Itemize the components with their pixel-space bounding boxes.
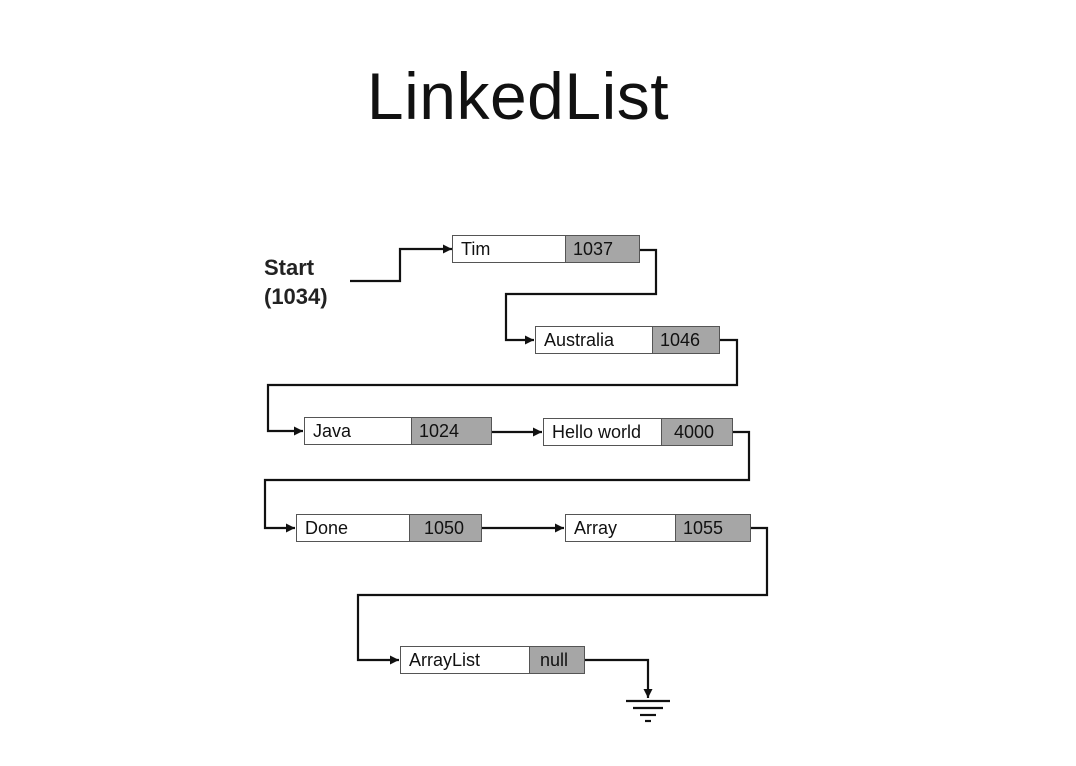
node-pointer: 1046: [652, 327, 719, 353]
node-value: Java: [313, 421, 352, 441]
arrow-helloworld-to-done: [263, 430, 751, 533]
node-pointer: 1024: [411, 418, 491, 444]
node-array: Array 1055: [565, 514, 751, 542]
node-arraylist: ArrayList null: [400, 646, 585, 674]
node-hello-world: Hello world 4000: [543, 418, 733, 446]
arrow-array-to-arraylist: [356, 526, 769, 665]
node-java: Java 1024: [304, 417, 492, 445]
start-address: (1034): [264, 284, 328, 309]
node-pointer: 1055: [675, 515, 750, 541]
node-value: Done: [305, 518, 349, 538]
start-text: Start: [264, 255, 315, 280]
node-australia: Australia 1046: [535, 326, 720, 354]
node-tim: Tim 1037: [452, 235, 640, 263]
node-done: Done 1050: [296, 514, 482, 542]
start-label: Start (1034): [264, 253, 328, 311]
arrow-australia-to-java: [266, 338, 739, 436]
ground-icon: [626, 699, 670, 723]
node-value: ArrayList: [409, 650, 481, 670]
arrow-tim-to-australia: [504, 248, 658, 345]
node-value: Array: [574, 518, 618, 538]
diagram-title: LinkedList: [366, 59, 670, 133]
node-value: Hello world: [552, 422, 642, 442]
arrow-start-to-tim: [350, 244, 452, 283]
node-pointer: 1050: [409, 515, 481, 541]
node-pointer: null: [529, 647, 584, 673]
node-value: Australia: [544, 330, 615, 350]
node-pointer: 1037: [565, 236, 639, 262]
arrow-arraylist-to-null: [585, 658, 653, 698]
node-pointer: 4000: [661, 419, 732, 445]
node-value: Tim: [461, 239, 491, 259]
